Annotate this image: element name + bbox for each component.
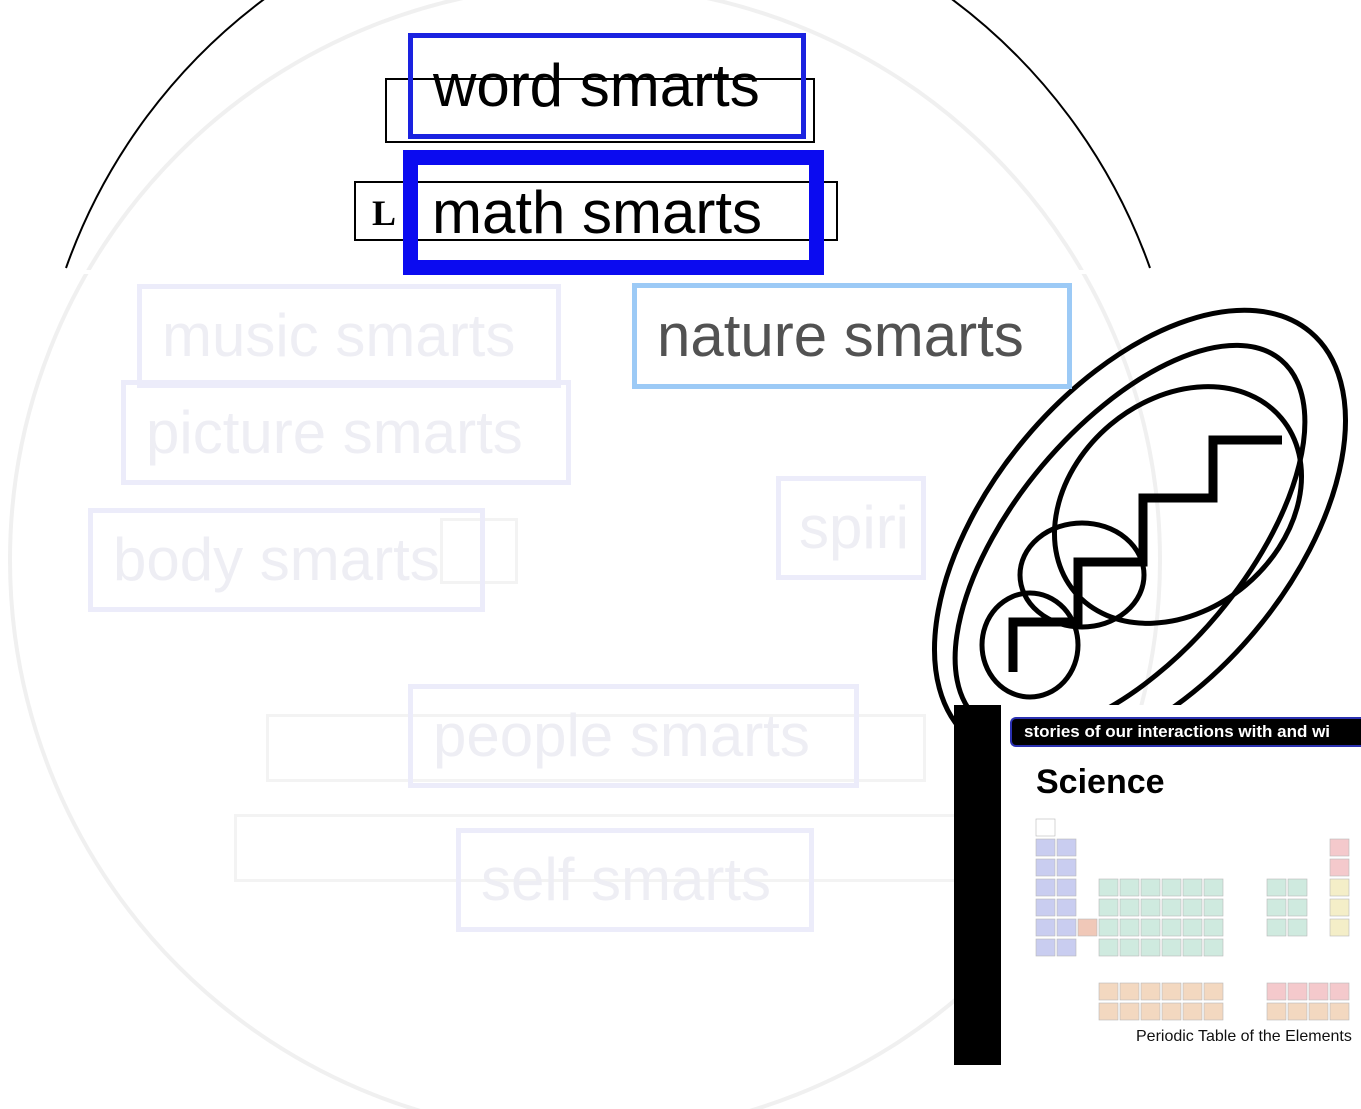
element-cell [1035,878,1056,897]
element-cell [1203,1002,1224,1021]
element-cell [1182,938,1203,957]
hidden-label-letter: L [372,193,397,233]
element-cell [1182,878,1203,897]
panel-banner: stories of our interactions with and wi [1010,717,1361,747]
element-cell [1140,982,1161,1001]
element-cell [1161,1002,1182,1021]
element-cell [1266,878,1287,897]
faint-circle [8,0,1162,1109]
element-cell [1203,878,1224,897]
music-smarts-label: music smarts [137,284,561,388]
element-cell [1161,898,1182,917]
element-cell [1287,1002,1308,1021]
word-smarts-label[interactable]: word smarts [408,33,806,139]
body-ghost-frame [440,518,518,584]
element-cell [1056,898,1077,917]
periodic-table-icon [1035,818,1350,1021]
people-ghost-frame [266,714,926,782]
element-cell [1308,982,1329,1001]
element-cell [1287,982,1308,1001]
element-cell [1098,918,1119,937]
element-cell [1056,838,1077,857]
element-cell [1329,982,1350,1001]
element-cell [1119,878,1140,897]
element-cell [1035,898,1056,917]
element-cell [1098,878,1119,897]
element-cell [1140,878,1161,897]
element-cell [1266,982,1287,1001]
element-cell [1203,938,1224,957]
element-cell [1119,982,1140,1001]
people-smarts-label: people smarts [408,684,859,788]
self-smarts-label: self smarts [456,828,814,932]
element-cell [1035,838,1056,857]
element-cell [1329,858,1350,877]
math-smarts-label[interactable]: math smarts [403,150,824,275]
element-cell [1287,898,1308,917]
element-cell [1329,838,1350,857]
element-cell [1161,878,1182,897]
element-cell [1161,982,1182,1001]
element-cell [1098,898,1119,917]
element-cell [1077,918,1098,937]
element-cell [1308,1002,1329,1021]
element-cell [1329,918,1350,937]
element-cell [1329,898,1350,917]
element-cell [1119,918,1140,937]
spirit-smarts-label: spiri [776,476,926,580]
element-cell [1203,918,1224,937]
element-cell [1182,898,1203,917]
element-cell [1119,1002,1140,1021]
element-cell [1161,938,1182,957]
element-cell [1140,938,1161,957]
element-cell [1098,982,1119,1001]
element-cell [1119,898,1140,917]
panel-heading: Science [1036,763,1165,801]
element-cell [1119,938,1140,957]
element-cell [1035,938,1056,957]
element-cell [1287,878,1308,897]
element-cell [1182,1002,1203,1021]
element-cell [1056,938,1077,957]
element-cell [1056,878,1077,897]
element-cell [1203,982,1224,1001]
element-cell [1287,918,1308,937]
element-cell [1098,1002,1119,1021]
element-cell [1035,918,1056,937]
science-panel[interactable]: stories of our interactions with and wi … [954,705,1361,1065]
element-cell [1035,858,1056,877]
picture-smarts-label: picture smarts [121,380,571,485]
element-cell [1098,938,1119,957]
body-smarts-label: body smarts [88,508,485,612]
panel-side-bar [954,705,1001,1065]
element-cell [1329,1002,1350,1021]
word-frame [385,78,815,143]
element-cell [1182,918,1203,937]
panel-caption: Periodic Table of the Elements [1136,1028,1352,1045]
element-cell [1266,918,1287,937]
element-cell [1182,982,1203,1001]
element-cell [1266,1002,1287,1021]
element-cell [1329,878,1350,897]
element-cell [1035,818,1056,837]
element-cell [1140,898,1161,917]
element-cell [1161,918,1182,937]
element-cell [1056,858,1077,877]
element-cell [1056,918,1077,937]
dark-arc [65,0,1151,269]
math-frame [354,181,838,241]
nature-smarts-label[interactable]: nature smarts [632,283,1072,389]
element-cell [1266,898,1287,917]
element-cell [1140,918,1161,937]
element-cell [1140,1002,1161,1021]
element-cell [1203,898,1224,917]
